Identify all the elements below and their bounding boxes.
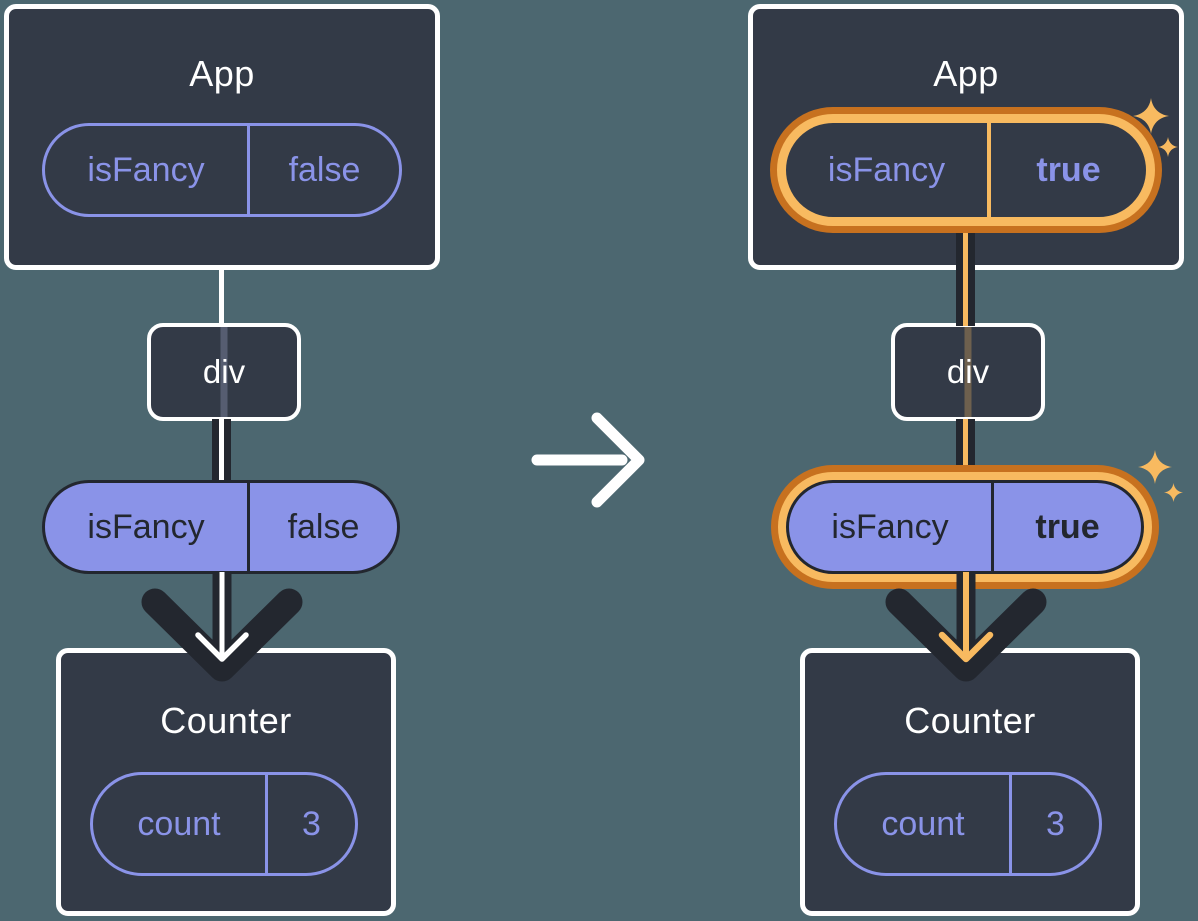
after-prop-shaft-upper — [956, 218, 975, 326]
before-passed-prop-pill: isFancy false — [42, 480, 400, 574]
after-app-title: App — [933, 53, 999, 94]
div-node-label: div — [202, 353, 246, 390]
state-name: count — [93, 775, 268, 873]
prop-value: true — [1036, 150, 1101, 189]
prop-value: false — [288, 150, 361, 189]
prop-name: isFancy — [786, 123, 991, 217]
prop-value: false — [287, 507, 360, 546]
prop-name: isFancy — [789, 483, 994, 571]
arrow-right-icon — [531, 412, 645, 508]
sparkle-icon — [1164, 483, 1183, 502]
before-tree-edge — [219, 268, 224, 326]
prop-value: true — [1035, 507, 1100, 546]
before-prop-shaft — [212, 419, 231, 482]
prop-name: isFancy — [45, 126, 250, 214]
state-value: 3 — [1046, 804, 1065, 843]
down-arrow-icon — [885, 572, 1047, 682]
sparkle-icon — [1138, 450, 1172, 484]
before-div-node: div — [147, 323, 301, 421]
before-app-title: App — [189, 53, 255, 94]
sparkle-icon — [1133, 98, 1169, 134]
prop-flow-stripe — [220, 327, 228, 417]
prop-flow-stripe — [964, 327, 972, 417]
after-passed-prop-pill: isFancy true — [786, 480, 1144, 574]
before-counter-title: Counter — [160, 700, 292, 741]
after-counter-state-pill: count 3 — [834, 772, 1102, 876]
before-app-state-pill: isFancy false — [42, 123, 402, 217]
div-node-label: div — [946, 353, 990, 390]
after-counter-title: Counter — [904, 700, 1036, 741]
down-arrow-icon — [141, 572, 303, 682]
after-div-node: div — [891, 323, 1045, 421]
state-name: count — [837, 775, 1012, 873]
after-app-state-pill: isFancy true — [777, 114, 1155, 226]
after-prop-shaft — [956, 419, 975, 482]
state-value: 3 — [302, 804, 321, 843]
before-counter-state-pill: count 3 — [90, 772, 358, 876]
sparkle-icon — [1158, 137, 1178, 157]
prop-name: isFancy — [45, 483, 250, 571]
